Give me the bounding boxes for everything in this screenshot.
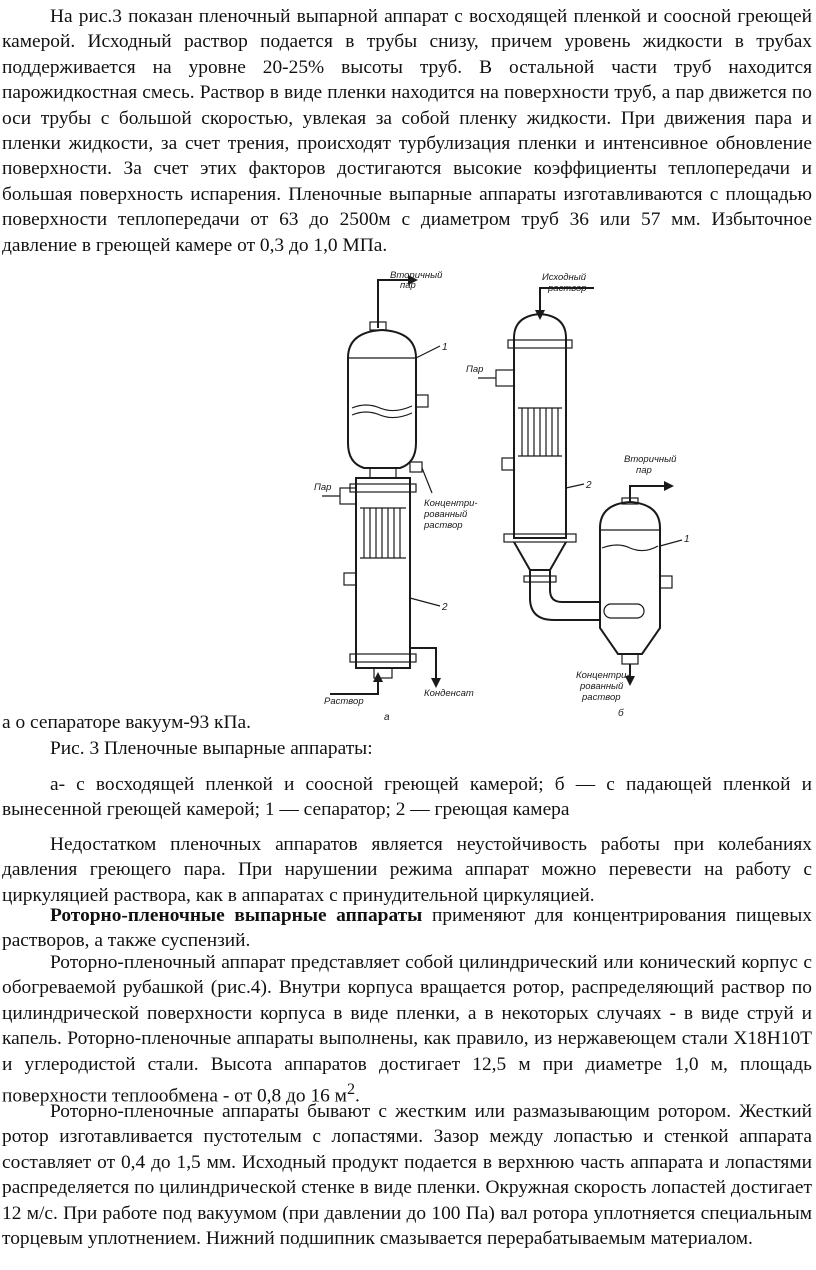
- b-inner-pipe: [603, 603, 645, 619]
- figure-3-drawing: Вторичный пар 1 Пар Концентри- рованный …: [314, 270, 690, 723]
- paragraph-rotor-intro: Роторно-пленочные выпарные аппараты прим…: [2, 903, 812, 954]
- b-bottom-flange: [503, 533, 577, 543]
- b-vapor-arrow-icon: [664, 481, 674, 491]
- b-label-feed-1: Исходный: [542, 272, 587, 283]
- a-conc-nozzle: [409, 461, 423, 473]
- b-heating-chamber: [513, 312, 567, 539]
- a-condensate-arrow-icon: [431, 678, 441, 688]
- paragraph-drawback: Недостатком пленочных аппаратов является…: [2, 834, 812, 906]
- a-left-nozzle: [343, 572, 357, 586]
- a-label-condensate: Конденсат: [424, 688, 474, 699]
- b-bottom-nozzle: [621, 653, 639, 665]
- a-feed-pipe: [330, 678, 379, 695]
- paragraph-separator-vacuum: а о сепараторе вакуум-93 кПа.: [2, 712, 251, 733]
- b-label-letter: б: [618, 707, 624, 719]
- a-separator: [347, 328, 417, 469]
- b-label-num-1: 1: [684, 534, 690, 545]
- a-liquid-level: [351, 404, 413, 412]
- a-bottom-nozzle: [373, 667, 393, 679]
- rotor-title: Роторно-пленочные выпарные аппараты: [50, 905, 423, 926]
- b-conc-arrow-icon: [625, 676, 635, 686]
- rotor-body-superscript: 2: [346, 1081, 356, 1099]
- a-label-solution: Раствор: [324, 696, 364, 707]
- a-label-steam: Пар: [314, 482, 331, 493]
- b-bottom-cone: [513, 541, 567, 571]
- b-vapor-flange: [621, 497, 639, 505]
- a-label-num-1: 1: [442, 342, 448, 353]
- b-elbow-outer: [529, 570, 600, 621]
- a-label-secondary-steam-2: пар: [400, 280, 416, 291]
- figure-caption: Рис. 3 Пленочные выпарные аппараты:: [50, 738, 373, 759]
- a-condensate-pipe: [410, 647, 437, 678]
- paragraph-rotor-body: Роторно-пленочный аппарат представляет с…: [2, 950, 812, 1109]
- b-label-conc-3: раствор: [581, 692, 621, 703]
- a-label-letter: а: [384, 712, 390, 723]
- a-leader-1: [415, 345, 441, 359]
- b-label-steam: Пар: [466, 364, 483, 375]
- apparatus-a: Вторичный пар 1 Пар Концентри- рованный …: [314, 270, 478, 723]
- b-separator: [599, 500, 661, 655]
- a-label-num-2: 2: [441, 602, 448, 613]
- rotor-intro-rest: применяют для концентрирования пищевых р…: [2, 905, 812, 952]
- b-label-secondary-steam-2: пар: [636, 465, 652, 476]
- b-top-flange: [507, 339, 573, 349]
- b-liquid-level: [601, 544, 659, 552]
- a-liquid-level-2: [351, 411, 413, 419]
- a-label-conc-1: Концентри-: [424, 498, 478, 509]
- b-label-num-2: 2: [585, 480, 592, 491]
- apparatus-b: Исходный раствор Пар 2 Вторичный пар 1 К…: [466, 272, 690, 719]
- b-separator-nozzle: [659, 575, 673, 589]
- rotor-body-text: Роторно-пленочный аппарат представляет с…: [2, 952, 812, 1107]
- a-leader-2: [409, 597, 441, 607]
- paragraph-rotor-types: Роторно-пленочные аппараты бывают с жест…: [2, 1101, 812, 1250]
- b-side-nozzle: [501, 457, 515, 471]
- b-label-secondary-steam-1: Вторичный: [624, 454, 677, 465]
- a-side-nozzle: [415, 394, 429, 408]
- b-elbow-inner: [549, 570, 600, 603]
- a-label-conc-3: раствор: [423, 520, 463, 531]
- rotor-body-end: .: [355, 1085, 360, 1107]
- b-label-conc-1: Концентри-: [576, 670, 630, 681]
- b-vapor-pipe: [629, 485, 664, 502]
- a-conc-leader: [421, 467, 433, 494]
- a-top-flange: [349, 483, 417, 493]
- b-feed-pipe: [539, 287, 594, 310]
- a-vapor-pipe: [377, 279, 408, 328]
- figure-legend: а- с восходящей пленкой и соосной греюще…: [2, 774, 812, 821]
- a-steam-inlet: [339, 487, 357, 505]
- a-vapor-arrow-icon: [408, 275, 418, 285]
- b-label-feed-2: раствор: [547, 283, 587, 294]
- b-tube-bundle: [518, 407, 562, 457]
- b-steam-inlet: [495, 369, 515, 387]
- b-label-conc-2: рованный: [579, 681, 624, 692]
- a-bottom-flange: [349, 653, 417, 663]
- b-leader-2: [565, 483, 585, 489]
- a-tube-bundle: [360, 507, 406, 559]
- b-elbow-flange: [523, 575, 557, 583]
- a-feed-arrow-icon: [373, 672, 383, 682]
- a-neck: [369, 467, 397, 479]
- a-label-conc-2: рованный: [423, 509, 468, 520]
- a-label-secondary-steam-1: Вторичный: [390, 270, 443, 281]
- paragraph-intro: На рис.3 показан пленочный выпарной аппа…: [2, 6, 812, 256]
- a-heating-chamber: [355, 477, 411, 669]
- b-leader-1: [659, 539, 683, 547]
- figure-3: Вторичный пар 1 Пар Концентри- рованный …: [300, 258, 700, 728]
